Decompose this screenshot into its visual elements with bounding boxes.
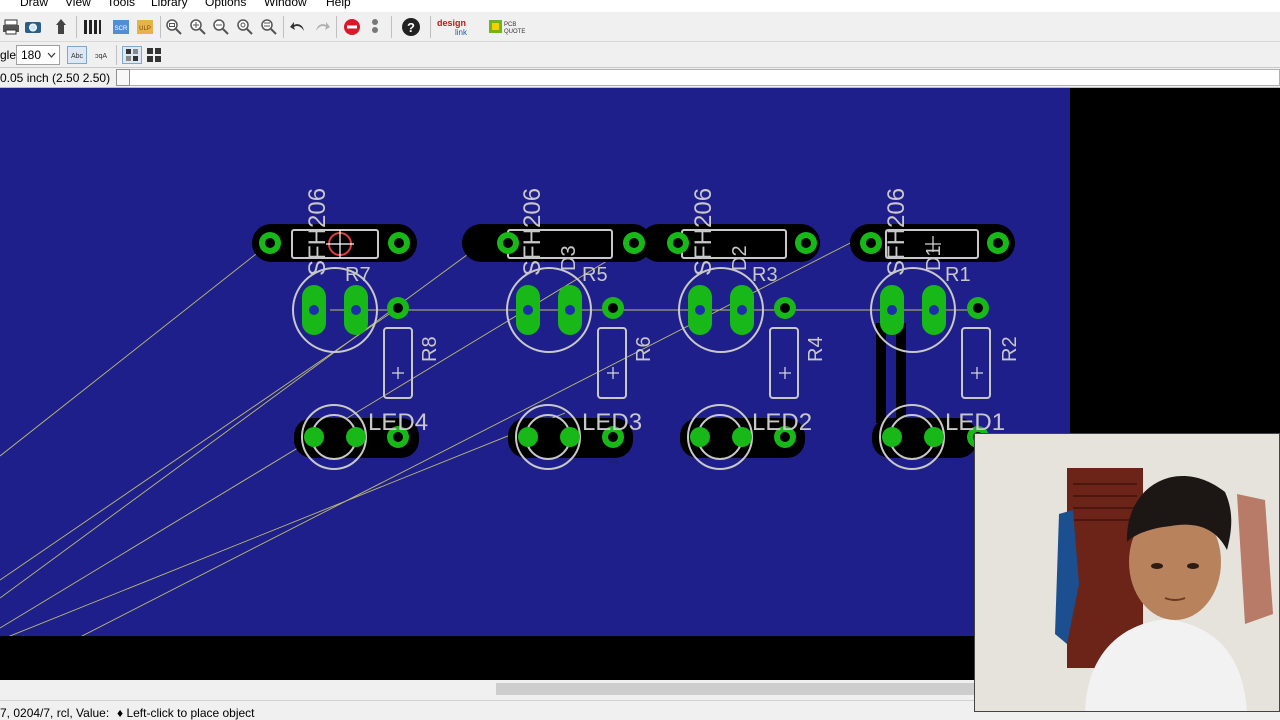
svg-text:PCB: PCB (504, 22, 516, 28)
menu-draw[interactable]: Draw (20, 0, 49, 9)
command-line-input[interactable] (130, 69, 1280, 86)
scrollbar-thumb[interactable] (496, 683, 976, 695)
menu-help[interactable]: Help (326, 0, 351, 9)
label-r8: R8 (419, 336, 441, 362)
menu-window[interactable]: Window (264, 0, 307, 9)
go-icon[interactable] (364, 16, 386, 38)
menu-bar: Draw View Tools Library Options Window H… (0, 0, 1280, 12)
camera-icon[interactable] (22, 16, 44, 38)
mirror-text-icon[interactable]: Abc (66, 45, 88, 65)
label-r4: R4 (805, 336, 827, 362)
parameter-toolbar: gle: 180 Abc ɔqA (0, 42, 1280, 68)
undo-icon[interactable] (287, 16, 309, 38)
label-r3: R3 (752, 264, 778, 286)
zoom-redraw-icon[interactable] (234, 16, 256, 38)
chevron-down-icon (47, 48, 56, 65)
svg-text:ɔqA: ɔqA (95, 53, 107, 60)
upload-icon[interactable] (50, 16, 72, 38)
label-d2: D2 (729, 245, 751, 271)
label-sfh206-2: SFH206 (519, 188, 546, 276)
svg-text:design: design (437, 18, 466, 28)
horizontal-scrollbar[interactable] (0, 680, 1280, 698)
person-shirt (1085, 619, 1247, 711)
label-led1: LED1 (945, 409, 1005, 436)
svg-text:QUOTE: QUOTE (504, 29, 525, 35)
menu-options[interactable]: Options (205, 0, 247, 9)
hanging-jacket (1055, 510, 1079, 644)
pcb-board[interactable]: SFH206 SFH206 SFH206 SFH206 D3 D2 D1 R7 … (0, 88, 1280, 680)
redo-icon[interactable] (311, 16, 333, 38)
svg-text:Abc: Abc (71, 53, 84, 60)
menu-view[interactable]: View (65, 0, 91, 9)
menu-library[interactable]: Library (151, 0, 188, 9)
zoom-out-icon[interactable] (210, 16, 232, 38)
label-sfh206-4: SFH206 (883, 188, 910, 276)
angle-label: gle: (0, 48, 20, 62)
status-bar: 7, 0204/7, rcl, Value: ♦ Left-click to p… (0, 700, 1280, 720)
origin-crosses (392, 236, 983, 379)
svg-text:?: ? (407, 20, 415, 35)
zoom-in-icon[interactable] (187, 16, 209, 38)
person-hair (1126, 475, 1232, 550)
action-toolbar: SCR ULP (0, 12, 1280, 42)
label-r5: R5 (582, 264, 608, 286)
grid-coordinates: 0.05 inch (2.50 2.50) (0, 71, 111, 85)
pads (259, 232, 1009, 448)
label-r7: R7 (345, 264, 371, 286)
schematic-board-switch-icon[interactable] (81, 16, 103, 38)
label-r2: R2 (999, 336, 1021, 362)
stop-icon[interactable] (341, 16, 363, 38)
label-sfh206-1: SFH206 (304, 188, 331, 276)
zoom-fit-icon[interactable] (163, 16, 185, 38)
status-message: ♦ Left-click to place object (117, 706, 255, 720)
print-icon[interactable] (0, 16, 22, 38)
angle-value: 180 (21, 48, 42, 62)
svg-text:link: link (455, 28, 468, 37)
label-d1: D1 (923, 245, 945, 271)
spin-text-icon[interactable]: ɔqA (90, 45, 112, 65)
person-face (1129, 504, 1221, 620)
status-part-info: 7, 0204/7, rcl, Value: (0, 706, 110, 720)
hanging-cloth (1237, 494, 1273, 624)
ulp-run-icon[interactable]: ULP (134, 16, 156, 38)
angle-select[interactable]: 180 (16, 45, 60, 65)
menu-tools[interactable]: Tools (107, 0, 136, 9)
label-led4: LED4 (368, 409, 428, 436)
webcam-overlay (974, 433, 1280, 712)
label-led3: LED3 (582, 409, 642, 436)
label-r1: R1 (945, 264, 971, 286)
label-r6: R6 (633, 336, 655, 362)
placement-cursor (326, 230, 354, 258)
coordinate-bar: 0.05 inch (2.50 2.50) (0, 68, 1280, 88)
part-labels: SFH206 SFH206 SFH206 SFH206 D3 D2 D1 R7 … (304, 188, 1021, 436)
help-icon[interactable]: ? (400, 16, 422, 38)
layer-bottom-icon[interactable] (143, 45, 165, 65)
board-area (0, 88, 1070, 636)
svg-text:SCR: SCR (115, 26, 128, 32)
scr-script-icon[interactable]: SCR (110, 16, 132, 38)
layer-top-icon[interactable] (121, 45, 143, 65)
label-led2: LED2 (752, 409, 812, 436)
svg-text:ULP: ULP (139, 26, 151, 32)
label-sfh206-3: SFH206 (690, 188, 717, 276)
zoom-select-icon[interactable] (258, 16, 280, 38)
label-d3: D3 (558, 245, 580, 271)
coordinate-mode-toggle[interactable] (116, 69, 130, 86)
